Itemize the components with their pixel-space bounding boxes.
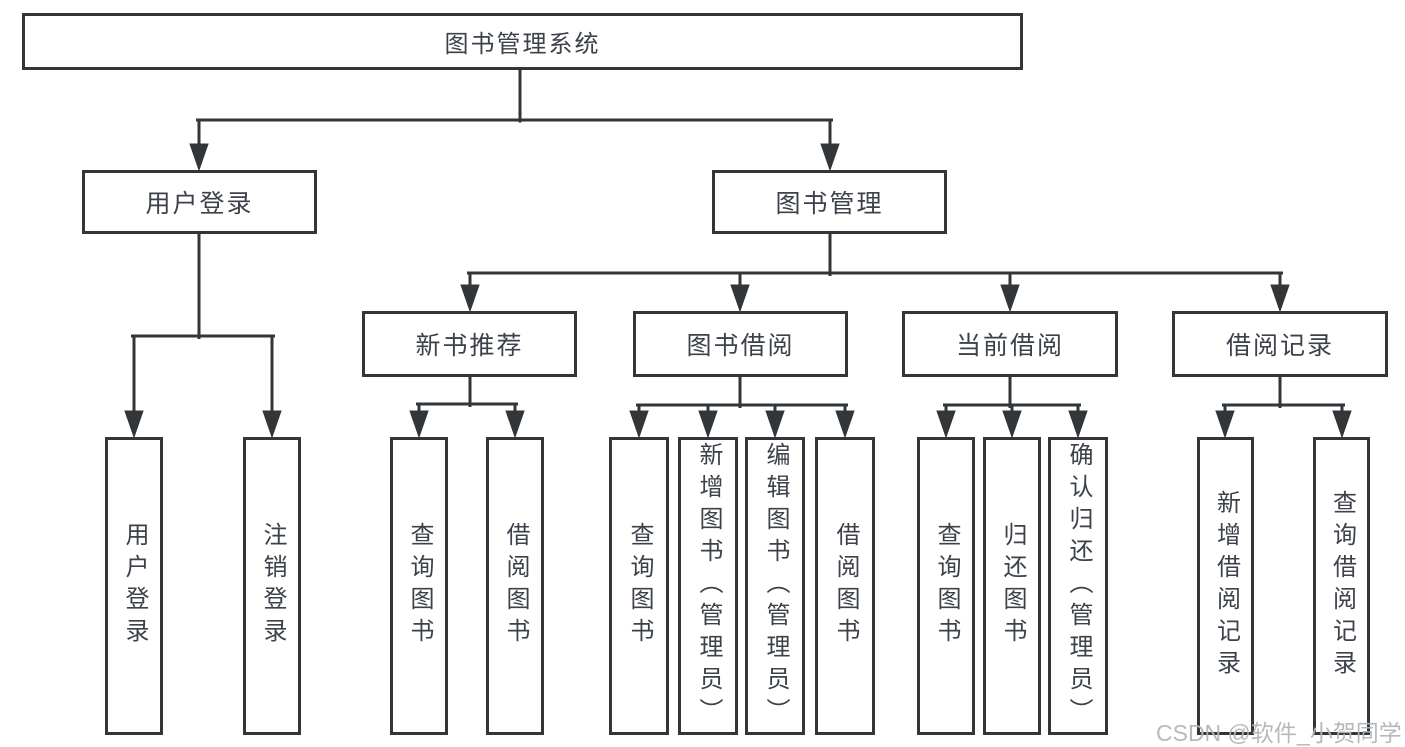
leaf-return-books: 归还图书 (983, 437, 1041, 735)
leaf-return-books-label: 归还图书 (999, 522, 1026, 650)
node-book-management: 图书管理 (712, 170, 947, 234)
leaf-query-books-3: 查询图书 (917, 437, 975, 735)
leaf-add-books-admin-label: 新增图书（管理员） (695, 442, 722, 730)
node-borrowing-records-label: 借阅记录 (1225, 332, 1334, 360)
leaf-query-books-1: 查询图书 (390, 437, 448, 735)
node-root-label: 图书管理系统 (444, 31, 601, 58)
leaf-confirm-return-admin: 确认归还（管理员） (1048, 437, 1108, 735)
arrowheads (124, 120, 1352, 439)
leaf-confirm-return-admin-label: 确认归还（管理员） (1065, 442, 1092, 730)
leaf-query-borrow-record: 查询借阅记录 (1313, 437, 1370, 735)
watermark-text: CSDN @软件_小贺同学 (1156, 720, 1402, 746)
leaf-add-borrow-record-label: 新增借阅记录 (1212, 490, 1240, 682)
node-current-borrowing-label: 当前借阅 (955, 332, 1064, 360)
leaf-query-borrow-record-label: 查询借阅记录 (1328, 490, 1356, 682)
node-root: 图书管理系统 (22, 13, 1023, 70)
leaf-query-books-3-label: 查询图书 (933, 522, 960, 650)
leaf-add-books-admin: 新增图书（管理员） (678, 437, 738, 735)
leaf-query-books-1-label: 查询图书 (406, 522, 433, 650)
leaf-edit-books-admin-label: 编辑图书（管理员） (762, 442, 789, 730)
node-user-login: 用户登录 (82, 170, 317, 234)
leaf-borrow-books-1: 借阅图书 (486, 437, 544, 735)
leaf-query-books-2-label: 查询图书 (626, 522, 653, 650)
node-book-borrowing: 图书借阅 (633, 311, 848, 377)
leaf-add-borrow-record: 新增借阅记录 (1197, 437, 1254, 735)
leaf-borrow-books-2: 借阅图书 (815, 437, 875, 735)
leaf-borrow-books-1-label: 借阅图书 (502, 522, 529, 650)
leaf-edit-books-admin: 编辑图书（管理员） (745, 437, 805, 735)
leaf-user-login-label: 用户登录 (121, 522, 148, 650)
node-borrowing-records: 借阅记录 (1172, 311, 1388, 377)
node-new-book-recommend: 新书推荐 (362, 311, 577, 377)
leaf-logout-label: 注销登录 (259, 522, 286, 650)
leaf-user-login: 用户登录 (105, 437, 163, 735)
node-user-login-label: 用户登录 (145, 190, 254, 218)
branch-rails (131, 68, 1345, 408)
leaf-logout: 注销登录 (243, 437, 301, 735)
node-current-borrowing: 当前借阅 (902, 311, 1118, 377)
node-book-borrowing-label: 图书借阅 (686, 332, 795, 360)
node-new-book-recommend-label: 新书推荐 (415, 332, 524, 360)
leaf-borrow-books-2-label: 借阅图书 (832, 522, 859, 650)
node-book-management-label: 图书管理 (775, 190, 884, 218)
leaf-query-books-2: 查询图书 (609, 437, 669, 735)
